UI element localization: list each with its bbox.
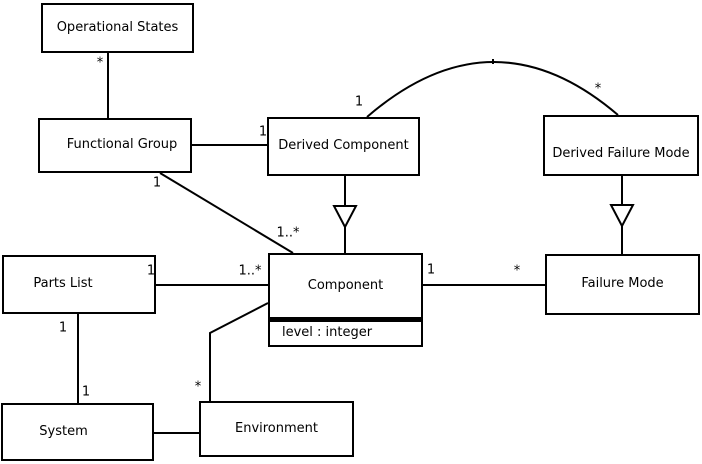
class-box-derived-component[interactable]: Derived Component bbox=[267, 117, 420, 176]
multiplicity-label-arc-derived-component-end: 1 bbox=[354, 94, 364, 110]
generalization-triangle-icon-derived-failure-mode bbox=[609, 204, 635, 229]
multiplicity-label-environment-end: * bbox=[194, 379, 202, 395]
class-name-label: Derived Failure Mode bbox=[552, 146, 690, 162]
class-name-label: Parts List bbox=[33, 276, 93, 292]
multiplicity-label-component-from-functional-group: 1..* bbox=[276, 225, 300, 241]
class-name-label: Environment bbox=[234, 420, 318, 436]
class-attribute-label: level : integer bbox=[282, 325, 373, 341]
class-name-label: Functional Group bbox=[66, 137, 178, 153]
class-name-label: Operational States bbox=[56, 19, 179, 35]
class-name-compartment: Component bbox=[270, 255, 421, 317]
class-name-label: Derived Component bbox=[278, 138, 409, 154]
class-name-label: System bbox=[39, 423, 88, 439]
class-attribute-compartment: level : integer bbox=[270, 317, 421, 345]
class-box-system[interactable]: System bbox=[1, 403, 154, 461]
generalization-triangle-icon-derived-component bbox=[332, 205, 358, 230]
multiplicity-label-component-from-parts-list: 1..* bbox=[238, 263, 262, 279]
multiplicity-label-system-end: 1 bbox=[81, 384, 91, 400]
multiplicity-label-derived-component-from-functional-group: 1 bbox=[258, 124, 268, 140]
class-box-derived-failure-mode[interactable]: Derived Failure Mode bbox=[543, 115, 699, 176]
multiplicity-label-parts-list-bottom: 1 bbox=[58, 320, 68, 336]
class-name-label: Failure Mode bbox=[581, 276, 664, 292]
class-name-label: Component bbox=[307, 277, 384, 293]
class-box-environment[interactable]: Environment bbox=[199, 401, 354, 457]
multiplicity-label-operational-states: * bbox=[96, 55, 104, 71]
multiplicity-label-parts-list-end: 1 bbox=[146, 263, 156, 279]
association-line-functional-group-component bbox=[159, 172, 294, 254]
class-box-functional-group[interactable]: Functional Group bbox=[38, 118, 192, 173]
association-line-environment-component bbox=[209, 302, 269, 401]
multiplicity-label-failure-mode-end: * bbox=[513, 263, 521, 279]
class-box-component[interactable]: Component level : integer bbox=[268, 253, 423, 347]
multiplicity-label-arc-derived-failure-mode-end: * bbox=[594, 81, 602, 97]
class-box-parts-list[interactable]: Parts List bbox=[2, 255, 156, 314]
association-arc-derived-component-derived-failure-mode bbox=[366, 61, 619, 118]
class-box-operational-states[interactable]: Operational States bbox=[41, 3, 194, 53]
class-box-failure-mode[interactable]: Failure Mode bbox=[545, 254, 700, 315]
multiplicity-label-functional-group-end: 1 bbox=[152, 175, 162, 191]
multiplicity-label-component-end: 1 bbox=[426, 262, 436, 278]
